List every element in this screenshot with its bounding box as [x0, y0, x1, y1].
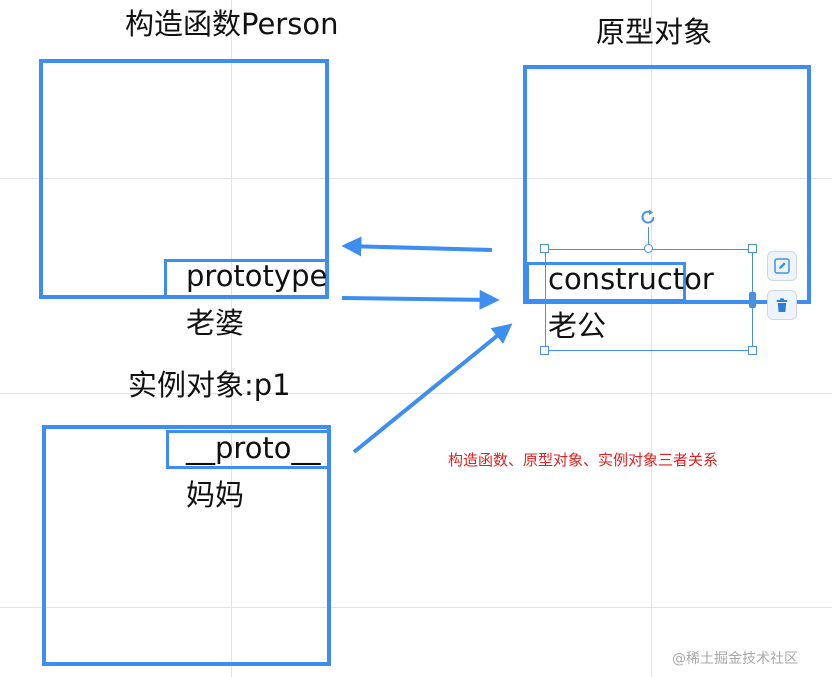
constructor-property-box[interactable] — [526, 262, 686, 302]
grid-line-vertical — [651, 0, 652, 677]
watermark: @稀土掘金技术社区 — [672, 651, 798, 667]
resize-handle-bottom-right[interactable] — [748, 346, 757, 355]
resize-handle-right[interactable] — [749, 292, 756, 308]
prototype-box[interactable] — [523, 65, 811, 304]
prototype-label: prototype — [186, 259, 328, 293]
constructor-title: 构造函数Person — [125, 7, 339, 41]
resize-handle-top-left[interactable] — [540, 244, 549, 253]
proto-property-box[interactable] — [166, 430, 331, 469]
grid-line-vertical — [231, 0, 232, 677]
edit-button[interactable] — [767, 251, 797, 281]
instance-note: 妈妈 — [186, 478, 245, 512]
resize-handle-bottom-left[interactable] — [540, 346, 549, 355]
rotate-icon[interactable] — [638, 207, 658, 227]
prototype-title: 原型对象 — [596, 15, 713, 49]
prototype-property-box[interactable] — [164, 259, 329, 299]
resize-handle-top[interactable] — [644, 244, 653, 253]
prototype-note: 老公 — [548, 309, 607, 343]
resize-handle-top-right[interactable] — [748, 244, 757, 253]
constructor-note: 老婆 — [186, 306, 245, 340]
grid-line-horizontal — [0, 178, 832, 179]
instance-box[interactable] — [42, 425, 331, 666]
delete-button[interactable] — [767, 290, 797, 320]
arrow-proto-to-object[interactable] — [352, 323, 513, 454]
grid-line-horizontal — [0, 393, 832, 394]
proto-label: __proto__ — [186, 431, 321, 465]
selection-frame[interactable] — [545, 249, 753, 351]
diagram-caption: 构造函数、原型对象、实例对象三者关系 — [448, 451, 719, 469]
edit-icon — [774, 258, 790, 274]
constructor-label: constructor — [548, 262, 714, 296]
arrow-prototype-to-object[interactable] — [341, 289, 500, 310]
rotate-connector — [648, 227, 649, 245]
arrow-constructor-to-person[interactable] — [341, 236, 493, 257]
instance-title: 实例对象:p1 — [128, 368, 291, 402]
grid-line-horizontal — [0, 607, 832, 608]
trash-icon — [776, 298, 788, 312]
